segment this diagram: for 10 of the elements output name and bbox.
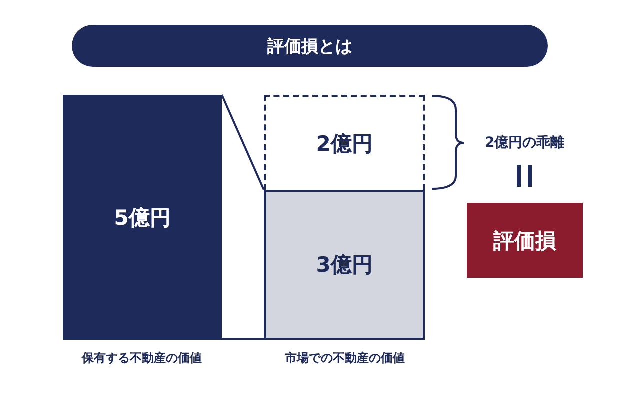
value-bar: 5億円 (63, 95, 222, 340)
axis-label: 保有する不動産の価値 (82, 350, 202, 366)
value-bar: 3億円 (264, 190, 425, 340)
brace-label: 2億円の乖離 (485, 134, 565, 152)
connector-line (221, 94, 265, 190)
dashed-box: 2億円 (264, 95, 425, 190)
title-banner: 評価損とは (72, 25, 548, 67)
axis-label: 市場での不動産の価値 (285, 350, 405, 366)
result-box: 評価損 (467, 203, 583, 278)
connector-line (222, 338, 264, 340)
